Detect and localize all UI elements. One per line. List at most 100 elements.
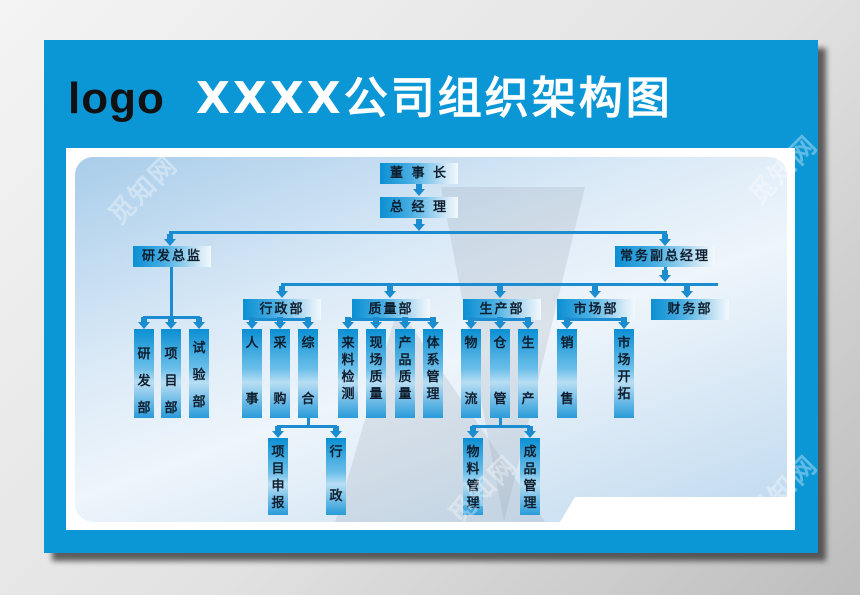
node-char: 购 [273,392,287,407]
arrow-down-icon [370,317,382,329]
arrow-down-icon [165,317,177,329]
node-char: 测 [341,387,355,402]
node-char: 合 [301,392,315,407]
node-char: 采 [273,336,287,351]
arrow-down-icon [494,286,506,298]
node-project-dept: 项目部 [161,329,181,418]
node-char: 流 [464,392,478,407]
node-rd-dept: 研发部 [134,329,154,418]
arrow-down-icon [384,286,396,298]
node-char: 产 [398,336,412,351]
node-char: 市 [617,336,631,351]
node-admin-dept: 行政部 [243,299,321,320]
node-quality-dept: 质量部 [352,299,430,320]
node-char: 申 [271,479,285,494]
node-product-quality: 产品质量 [395,329,415,418]
connector-line [170,267,173,317]
arrow-down-icon [494,317,506,329]
connector-line [664,267,667,277]
node-incoming-inspection: 来料检测 [338,329,358,418]
connector-line [307,418,310,427]
node-finished-goods-management: 成品管理 [520,438,540,515]
arrow-down-icon [522,317,534,329]
node-exec-deputy-gm: 常务副总经理 [615,246,715,267]
node-hr: 人事 [242,329,262,418]
node-char: 量 [369,387,383,402]
node-char: 来 [341,336,355,351]
arrow-down-icon [467,426,479,438]
node-char: 试 [192,341,206,356]
node-char: 物 [466,445,480,460]
node-char: 报 [271,496,285,511]
arrow-down-icon [272,426,284,438]
arrow-down-icon [138,317,150,329]
arrow-down-icon [659,234,671,246]
node-project-application: 项目申报 [268,438,288,515]
node-char: 现 [369,336,383,351]
connector-line [499,418,502,427]
node-char: 项 [164,347,178,362]
node-char: 发 [137,374,151,389]
node-char: 售 [560,392,574,407]
node-onsite-quality: 现场质量 [366,329,386,418]
arrow-down-icon [427,317,439,329]
connector-line [472,425,530,428]
node-char: 系 [426,353,440,368]
node-test-dept: 试验部 [189,329,209,418]
connector-line [346,318,433,321]
node-char: 销 [560,336,574,351]
node-char: 产 [521,392,535,407]
node-char: 验 [192,368,206,383]
arrow-down-icon [193,317,205,329]
arrow-down-icon [561,317,573,329]
node-production-dept: 生产部 [463,299,541,320]
node-char: 管 [426,370,440,385]
node-char: 质 [369,370,383,385]
node-administration: 行政 [326,438,346,515]
node-char: 项 [271,445,285,460]
arrow-down-icon [589,286,601,298]
node-general-affairs: 综合 [298,329,318,418]
node-warehouse: 仓管 [490,329,510,418]
node-char: 检 [341,370,355,385]
node-char: 物 [464,336,478,351]
arrow-down-icon [681,286,693,298]
node-char: 部 [164,401,178,416]
node-char: 理 [426,387,440,402]
connector-line [566,318,624,321]
arrow-down-icon [274,317,286,329]
node-market-development: 市场开拓 [614,329,634,418]
node-marketing-dept: 市场部 [557,299,635,320]
node-char: 目 [271,462,285,477]
node-char: 理 [466,496,480,511]
node-finance-dept: 财务部 [651,299,729,320]
node-char: 管 [523,479,537,494]
connector-line [281,283,718,286]
node-char: 体 [426,336,440,351]
page-title: XXXX公司组织架构图 [196,73,673,124]
node-char: 部 [192,395,206,410]
node-char: 仓 [493,336,507,351]
node-char: 事 [245,392,259,407]
node-char: 场 [369,353,383,368]
node-rd-director: 研发总监 [133,246,211,267]
node-general-manager: 总 经 理 [380,197,458,218]
node-system-management: 体系管理 [423,329,443,418]
arrow-down-icon [330,426,342,438]
node-char: 质 [398,370,412,385]
node-char: 拓 [617,387,631,402]
node-char: 管 [493,392,507,407]
arrow-down-icon [342,317,354,329]
node-production: 生产 [518,329,538,418]
arrow-down-icon [524,426,536,438]
node-logistics: 物流 [461,329,481,418]
node-char: 目 [164,374,178,389]
arrow-down-icon [413,184,425,196]
node-char: 料 [341,353,355,368]
arrow-down-icon [302,317,314,329]
node-char: 量 [398,387,412,402]
node-chairman: 董 事 长 [380,163,458,184]
connector-line [169,231,666,234]
logo-text: logo [68,74,165,123]
node-char: 品 [523,462,537,477]
